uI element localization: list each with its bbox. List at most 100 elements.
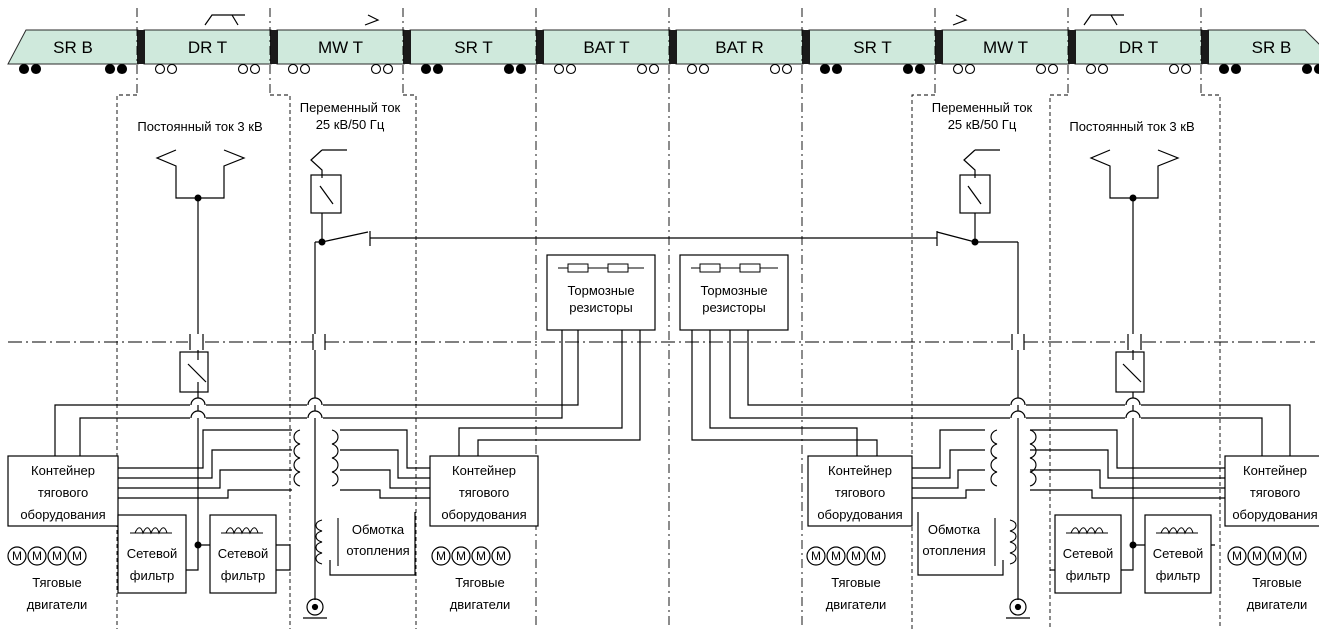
car-body: [409, 29, 538, 65]
svg-text:Тяговые: Тяговые: [831, 575, 880, 590]
car-boundary-lines: [136, 8, 1202, 629]
wheel: [1168, 63, 1180, 75]
car-body: [143, 29, 272, 65]
svg-text:двигатели: двигатели: [826, 597, 887, 612]
svg-text:двигатели: двигатели: [450, 597, 511, 612]
wheel: [432, 63, 444, 75]
svg-text:оборудования: оборудования: [817, 507, 902, 522]
car-coupler: [802, 30, 810, 64]
wheel: [1047, 63, 1059, 75]
svg-text:M: M: [52, 549, 62, 563]
wire-crossings: [190, 397, 1141, 419]
traction-transformers: [293, 429, 1037, 566]
car-body: [808, 29, 937, 65]
car-label: DR T: [1119, 38, 1158, 57]
car-equipment-regions: [116, 94, 1221, 629]
wheel: [287, 63, 299, 75]
wheel: [420, 63, 432, 75]
svg-text:Контейнер: Контейнер: [452, 463, 516, 478]
car-label: SR B: [53, 38, 93, 57]
svg-text:M: M: [1252, 549, 1262, 563]
wheel: [698, 63, 710, 75]
svg-text:M: M: [1272, 549, 1282, 563]
wheel: [781, 63, 793, 75]
pantograph-icon: [204, 14, 245, 26]
wheel: [686, 63, 698, 75]
svg-text:тягового: тягового: [835, 485, 885, 500]
ac-label-left-1: Переменный ток: [300, 100, 401, 115]
wheel: [964, 63, 976, 75]
wheel: [1218, 63, 1230, 75]
wheel: [503, 63, 515, 75]
wheel: [636, 63, 648, 75]
svg-text:Обмотка: Обмотка: [928, 522, 981, 537]
svg-text:Контейнер: Контейнер: [1243, 463, 1307, 478]
pantograph-icon: [1083, 14, 1124, 26]
wheel: [952, 63, 964, 75]
svg-text:оборудования: оборудования: [20, 507, 105, 522]
car-label: SR B: [1252, 38, 1292, 57]
line-filters: [117, 514, 1212, 594]
wheel: [553, 63, 565, 75]
svg-text:тягового: тягового: [38, 485, 88, 500]
car-coupler: [137, 30, 145, 64]
wheel: [382, 63, 394, 75]
wheel: [902, 63, 914, 75]
ac-label-right-2: 25 кВ/50 Гц: [948, 117, 1017, 132]
svg-text:M: M: [871, 549, 881, 563]
wheel: [1313, 63, 1319, 75]
car-label: BAT R: [715, 38, 764, 57]
car-coupler: [270, 30, 278, 64]
svg-text:отопления: отопления: [346, 543, 409, 558]
wheel: [819, 63, 831, 75]
wheel: [104, 63, 116, 75]
wheel: [1097, 63, 1109, 75]
resistor-symbols: [558, 263, 778, 273]
svg-text:оборудования: оборудования: [441, 507, 526, 522]
car-label: MW T: [318, 38, 363, 57]
car-label: SR T: [853, 38, 891, 57]
svg-text:фильтр: фильтр: [1066, 568, 1110, 583]
svg-text:Сетевой: Сетевой: [218, 546, 268, 561]
ac-label-right-1: Переменный ток: [932, 100, 1033, 115]
svg-text:тягового: тягового: [459, 485, 509, 500]
wheel: [249, 63, 261, 75]
svg-text:M: M: [496, 549, 506, 563]
wheel: [30, 63, 42, 75]
ground-symbols: [303, 598, 1030, 619]
brake-label-right-1: Тормозные: [700, 283, 767, 298]
car-body: [542, 29, 671, 65]
junction-dots: [194, 194, 1137, 549]
pantograph-icon: [952, 14, 968, 26]
car-coupler: [403, 30, 411, 64]
svg-text:Тяговые: Тяговые: [1252, 575, 1301, 590]
wheel: [914, 63, 926, 75]
brake-label-left-1: Тормозные: [567, 283, 634, 298]
dc-label-left: Постоянный ток 3 кВ: [137, 119, 262, 134]
svg-text:M: M: [456, 549, 466, 563]
svg-text:M: M: [476, 549, 486, 563]
svg-text:двигатели: двигатели: [27, 597, 88, 612]
svg-text:Тяговые: Тяговые: [32, 575, 81, 590]
svg-text:Контейнер: Контейнер: [828, 463, 892, 478]
svg-text:оборудования: оборудования: [1232, 507, 1317, 522]
svg-text:M: M: [811, 549, 821, 563]
wheel: [370, 63, 382, 75]
car-coupler: [1201, 30, 1209, 64]
svg-text:M: M: [72, 549, 82, 563]
svg-text:двигатели: двигатели: [1247, 597, 1308, 612]
svg-text:M: M: [1292, 549, 1302, 563]
dc-label-right: Постоянный ток 3 кВ: [1069, 119, 1194, 134]
svg-text:фильтр: фильтр: [130, 568, 174, 583]
svg-text:Тяговые: Тяговые: [455, 575, 504, 590]
car-label: SR T: [454, 38, 492, 57]
wheel: [831, 63, 843, 75]
bus-couplers: [189, 334, 1142, 350]
wheel: [166, 63, 178, 75]
svg-text:отопления: отопления: [922, 543, 985, 558]
pantograph-icon: [364, 14, 380, 26]
svg-text:фильтр: фильтр: [221, 568, 265, 583]
svg-text:M: M: [851, 549, 861, 563]
